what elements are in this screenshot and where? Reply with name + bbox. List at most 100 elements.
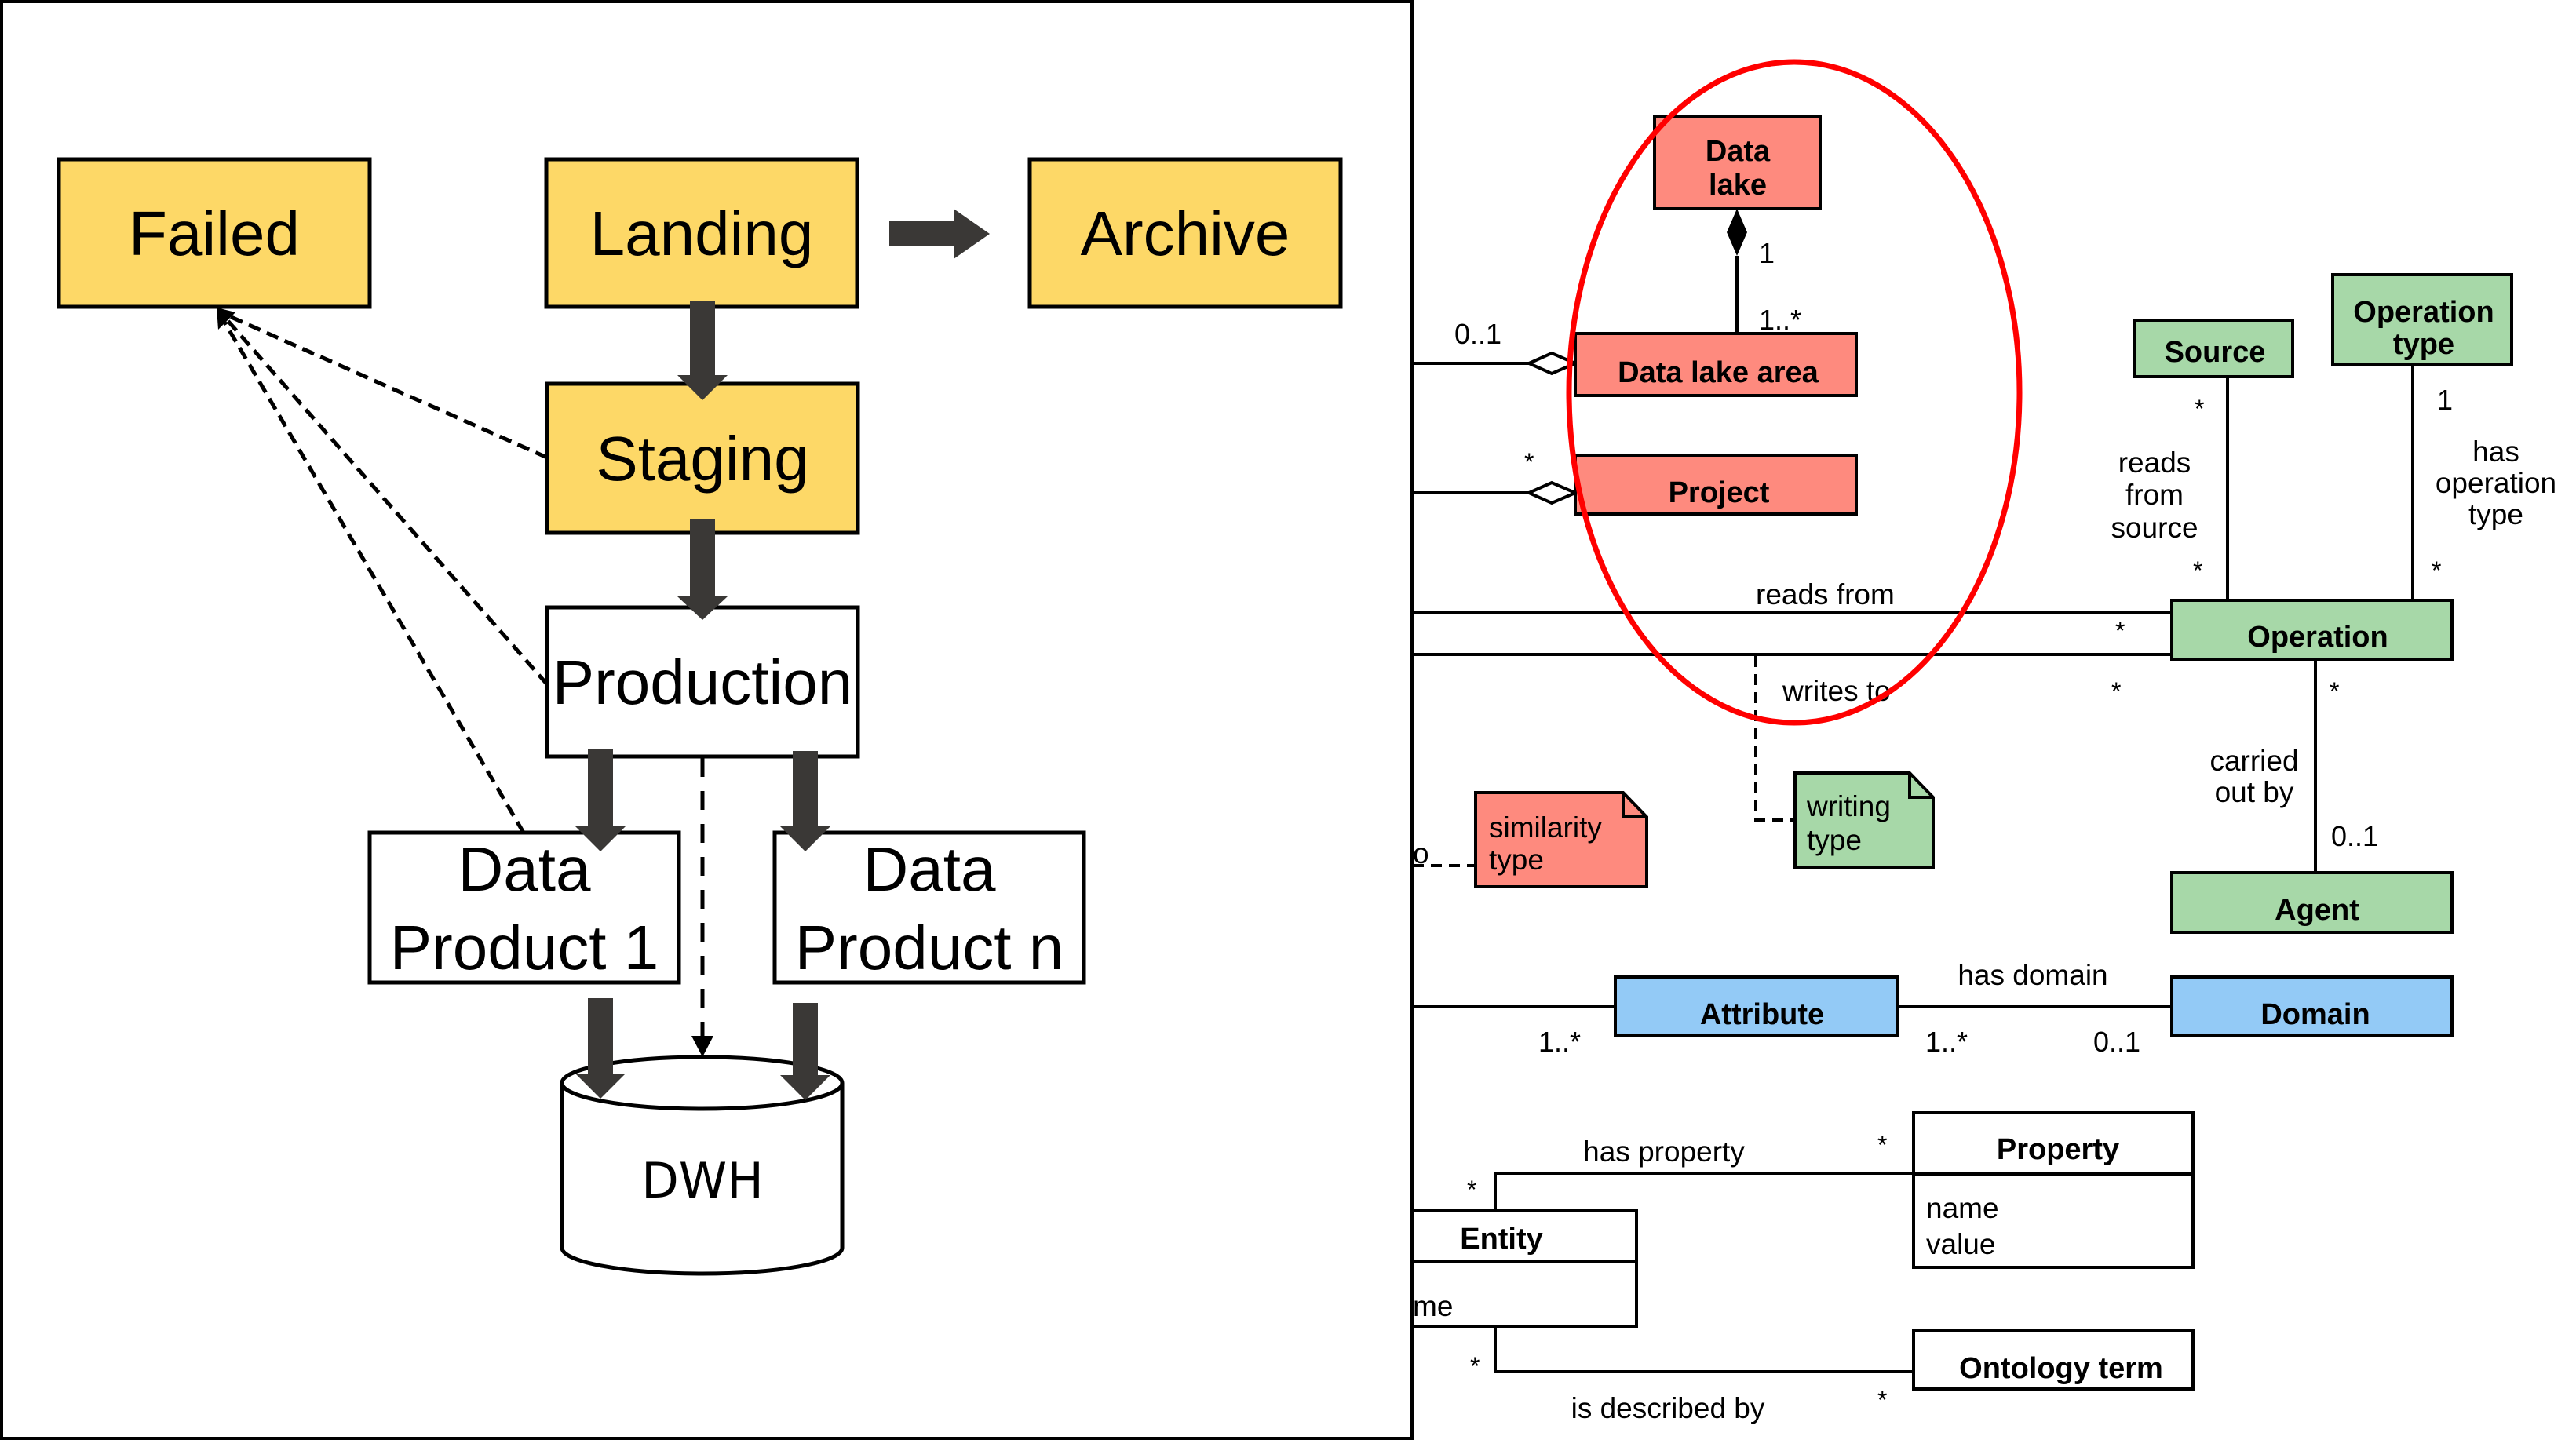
mult-has-property-property: * bbox=[1877, 1131, 1887, 1159]
node-failed-label: Failed bbox=[129, 199, 300, 268]
edge-dataproduct1-to-failed bbox=[221, 318, 526, 834]
node-data-product-n[interactable]: Data Product n bbox=[772, 830, 1086, 985]
class-ontology-term-label: Ontology term bbox=[1959, 1352, 2163, 1385]
class-attribute-label: Attribute bbox=[1700, 998, 1824, 1031]
class-operation-type[interactable]: Operation type bbox=[2331, 273, 2513, 366]
label-partial-edge: o bbox=[1413, 837, 1429, 869]
class-data-lake-line2: lake bbox=[1709, 169, 1767, 202]
node-production[interactable]: Production bbox=[545, 605, 860, 759]
label-reads-from-source-1: reads bbox=[2118, 447, 2191, 479]
mult-described-ontology: * bbox=[1877, 1386, 1887, 1414]
note-similarity-type-line1: similarity bbox=[1489, 811, 1602, 844]
mult-has-property-entity: * bbox=[1467, 1176, 1476, 1204]
mult-data-lake-area-agg: 0..1 bbox=[1454, 318, 1501, 350]
class-data-lake-area[interactable]: Data lake area bbox=[1574, 332, 1858, 397]
mult-project-agg: * bbox=[1524, 448, 1534, 476]
label-has-operation-type-3: type bbox=[2468, 498, 2523, 530]
arrow-staging-to-production-icon bbox=[677, 519, 728, 620]
failed-arrowhead-icon bbox=[217, 308, 235, 330]
mult-operation-agent-top: * bbox=[2330, 677, 2339, 705]
class-property-attr-value: value bbox=[1926, 1228, 1995, 1260]
failure-edges bbox=[221, 313, 549, 834]
edge-writing-type-note bbox=[1754, 656, 1795, 822]
mult-reads-from-op: * bbox=[2115, 617, 2125, 645]
arrow-production-to-dp1-icon bbox=[575, 749, 626, 851]
arrow-landing-to-archive-icon bbox=[889, 209, 990, 259]
class-ontology-term[interactable]: Ontology term bbox=[1912, 1329, 2195, 1391]
mult-optype-bottom: * bbox=[2432, 556, 2441, 585]
class-domain[interactable]: Domain bbox=[2170, 975, 2454, 1037]
mult-writes-to-op: * bbox=[2111, 677, 2121, 705]
label-has-domain: has domain bbox=[1958, 959, 2107, 991]
class-operation-type-line1: Operation bbox=[2353, 296, 2494, 329]
dwh-dashed-arrowhead-icon bbox=[691, 1036, 713, 1057]
mult-data-lake-area-end: 1..* bbox=[1759, 304, 1801, 336]
class-attribute[interactable]: Attribute bbox=[1614, 975, 1899, 1037]
node-production-label: Production bbox=[553, 647, 852, 717]
class-entity-label: Entity bbox=[1460, 1223, 1543, 1256]
node-data-product-1-line1: Data bbox=[458, 834, 591, 904]
mult-source-top: * bbox=[2195, 395, 2204, 423]
node-landing[interactable]: Landing bbox=[544, 157, 859, 309]
mult-attribute-right: 1..* bbox=[1925, 1026, 1968, 1058]
label-reads-from: reads from bbox=[1756, 578, 1895, 611]
mult-source-bottom: * bbox=[2193, 556, 2202, 585]
node-staging-label: Staging bbox=[596, 424, 808, 494]
class-data-lake-line1: Data bbox=[1706, 135, 1771, 168]
mult-agent-end: 0..1 bbox=[2331, 820, 2378, 852]
arrow-landing-to-staging-icon bbox=[677, 301, 728, 400]
highlight-ellipse bbox=[1566, 59, 2023, 726]
class-project-label: Project bbox=[1669, 476, 1770, 509]
node-archive-label: Archive bbox=[1081, 199, 1290, 268]
class-operation[interactable]: Operation bbox=[2170, 599, 2454, 661]
mult-optype-top: 1 bbox=[2437, 384, 2453, 416]
arrow-dp1-to-dwh-icon bbox=[575, 998, 626, 1099]
label-has-property: has property bbox=[1583, 1136, 1745, 1168]
label-reads-from-source-3: source bbox=[2111, 512, 2198, 544]
uml-dashed-lines bbox=[1413, 656, 1795, 867]
class-property-label: Property bbox=[1997, 1133, 2119, 1166]
aggregation-diamond-project-icon bbox=[1525, 480, 1580, 505]
composition-diamond-icon bbox=[1727, 209, 1747, 256]
node-dwh[interactable]: DWH bbox=[560, 1055, 845, 1276]
uml-lines bbox=[1413, 256, 2414, 1373]
class-operation-label: Operation bbox=[2247, 621, 2388, 654]
mult-data-lake-end: 1 bbox=[1759, 237, 1775, 269]
label-carried-out-by-1: carried bbox=[2209, 745, 2298, 777]
class-domain-label: Domain bbox=[2260, 998, 2370, 1031]
node-landing-label: Landing bbox=[590, 199, 814, 268]
left-panel: Failed Landing Archive Staging Productio… bbox=[0, 0, 1414, 1440]
note-similarity-type-line2: type bbox=[1489, 844, 1544, 876]
mult-attribute-left: 1..* bbox=[1538, 1026, 1581, 1058]
node-data-product-n-line1: Data bbox=[863, 834, 996, 904]
note-writing-type-line2: type bbox=[1807, 824, 1862, 856]
note-similarity-type[interactable]: similarity type bbox=[1474, 791, 1648, 888]
class-entity[interactable]: Entity me bbox=[1411, 1209, 1638, 1328]
label-reads-from-source-2: from bbox=[2125, 479, 2184, 511]
class-agent-label: Agent bbox=[2275, 894, 2359, 927]
edge-production-to-failed bbox=[224, 316, 549, 686]
note-writing-type-line1: writing bbox=[1806, 790, 1891, 822]
mult-domain-end: 0..1 bbox=[2093, 1026, 2140, 1058]
node-data-product-n-line2: Product n bbox=[795, 913, 1064, 982]
class-data-lake[interactable]: Data lake bbox=[1653, 115, 1822, 210]
right-panel: Data lake Data lake area Project Source … bbox=[1411, 59, 2556, 1424]
arrow-dpn-to-dwh-icon bbox=[780, 1003, 830, 1100]
edge-is-described-by bbox=[1494, 1326, 1914, 1373]
class-project[interactable]: Project bbox=[1574, 454, 1858, 516]
label-has-operation-type-1: has bbox=[2472, 436, 2519, 468]
arrow-production-to-dpn-icon bbox=[780, 751, 830, 851]
node-staging[interactable]: Staging bbox=[545, 381, 860, 535]
class-agent[interactable]: Agent bbox=[2170, 871, 2454, 934]
class-property[interactable]: Property name value bbox=[1912, 1111, 2195, 1269]
node-data-product-1-line2: Product 1 bbox=[390, 913, 659, 982]
node-archive[interactable]: Archive bbox=[1027, 157, 1343, 309]
class-source[interactable]: Source bbox=[2133, 319, 2294, 378]
mult-described-entity: * bbox=[1470, 1352, 1480, 1380]
note-writing-type[interactable]: writing type bbox=[1793, 771, 1935, 869]
node-failed[interactable]: Failed bbox=[57, 157, 372, 309]
node-data-product-1[interactable]: Data Product 1 bbox=[367, 830, 681, 985]
class-property-attr-name: name bbox=[1926, 1192, 1999, 1224]
class-operation-type-line2: type bbox=[2393, 328, 2454, 361]
